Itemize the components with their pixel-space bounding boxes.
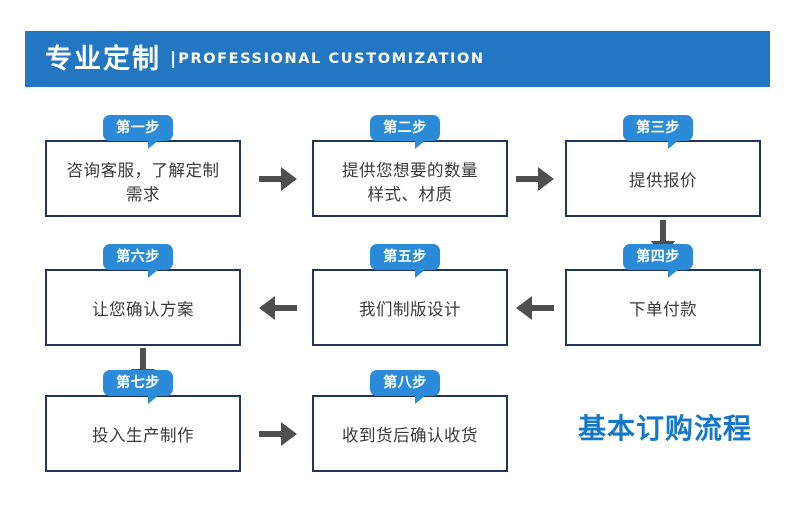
flow-step-4-badge-tail-icon xyxy=(668,269,679,278)
arrow-step2-to-step3-icon xyxy=(514,163,556,195)
arrow-step4-to-step5-icon xyxy=(514,292,556,324)
flow-step-3[interactable]: 提供报价 第三步 xyxy=(565,115,761,217)
flow-step-8[interactable]: 收到货后确认收货 第八步 xyxy=(312,370,508,472)
flow-step-7-badge-label: 第七步 xyxy=(116,375,160,391)
flow-step-5-text: 我们制版设计 xyxy=(359,299,461,319)
flow-step-7-badge-tail-icon xyxy=(148,395,159,404)
flow-step-6[interactable]: 让您确认方案 第六步 xyxy=(45,244,241,346)
flow-step-8-box: 收到货后确认收货 xyxy=(312,395,508,472)
flow-step-7-badge: 第七步 xyxy=(103,370,173,404)
flow-step-2[interactable]: 提供您想要的数量 样式、材质 第二步 xyxy=(312,115,508,217)
flow-step-4-box: 下单付款 xyxy=(565,269,761,346)
flow-step-3-badge-label: 第三步 xyxy=(636,120,680,136)
flow-step-6-badge: 第六步 xyxy=(103,244,173,278)
flow-step-1-badge-tail-icon xyxy=(148,140,159,149)
header-title-cn: 专业定制 xyxy=(45,43,161,75)
flow-step-7-box: 投入生产制作 xyxy=(45,395,241,472)
flow-step-5-badge: 第五步 xyxy=(370,244,440,278)
flow-step-4-text: 下单付款 xyxy=(629,299,697,319)
flow-step-5-badge-tail-icon xyxy=(415,269,426,278)
flow-step-5-box: 我们制版设计 xyxy=(312,269,508,346)
flow-step-7[interactable]: 投入生产制作 第七步 xyxy=(45,370,241,472)
header-separator: | xyxy=(170,48,177,69)
flow-step-6-text: 让您确认方案 xyxy=(92,299,194,319)
flow-step-3-badge-tail-icon xyxy=(668,140,679,149)
flowchart-caption: 基本订购流程 xyxy=(578,412,753,445)
flow-step-1-box: 咨询客服，了解定制 需求 xyxy=(45,140,241,217)
flow-step-4-badge-label: 第四步 xyxy=(636,249,680,265)
flow-step-2-text: 提供您想要的数量 样式、材质 xyxy=(342,160,478,204)
flow-step-3-badge: 第三步 xyxy=(623,115,693,149)
flow-step-8-badge: 第八步 xyxy=(370,370,440,404)
flow-step-1[interactable]: 咨询客服，了解定制 需求 第一步 xyxy=(45,115,241,217)
arrow-step5-to-step6-icon xyxy=(257,292,299,324)
flow-step-2-badge-label: 第二步 xyxy=(383,120,427,136)
flow-step-1-text: 咨询客服，了解定制 需求 xyxy=(66,160,220,204)
flow-step-2-badge-tail-icon xyxy=(415,140,426,149)
flow-step-3-text: 提供报价 xyxy=(629,170,697,190)
flow-step-2-box: 提供您想要的数量 样式、材质 xyxy=(312,140,508,217)
flow-step-5[interactable]: 我们制版设计 第五步 xyxy=(312,244,508,346)
header-banner: 专业定制 | PROFESSIONAL CUSTOMIZATION xyxy=(25,31,770,87)
flow-step-1-badge: 第一步 xyxy=(103,115,173,149)
flow-step-6-badge-label: 第六步 xyxy=(116,249,160,265)
arrow-step1-to-step2-icon xyxy=(257,163,299,195)
flow-step-6-badge-tail-icon xyxy=(148,269,159,278)
flow-step-6-box: 让您确认方案 xyxy=(45,269,241,346)
flow-step-4-badge: 第四步 xyxy=(623,244,693,278)
arrow-step7-to-step8-icon xyxy=(257,418,299,450)
flow-step-8-text: 收到货后确认收货 xyxy=(342,425,478,445)
header-title-en: PROFESSIONAL CUSTOMIZATION xyxy=(178,50,485,67)
flow-step-5-badge-label: 第五步 xyxy=(383,249,427,265)
flow-step-1-badge-label: 第一步 xyxy=(116,120,160,136)
flow-step-3-box: 提供报价 xyxy=(565,140,761,217)
flow-step-4[interactable]: 下单付款 第四步 xyxy=(565,244,761,346)
flow-step-8-badge-tail-icon xyxy=(415,395,426,404)
flow-step-7-text: 投入生产制作 xyxy=(92,425,194,445)
flow-step-2-badge: 第二步 xyxy=(370,115,440,149)
flow-step-8-badge-label: 第八步 xyxy=(383,375,427,391)
